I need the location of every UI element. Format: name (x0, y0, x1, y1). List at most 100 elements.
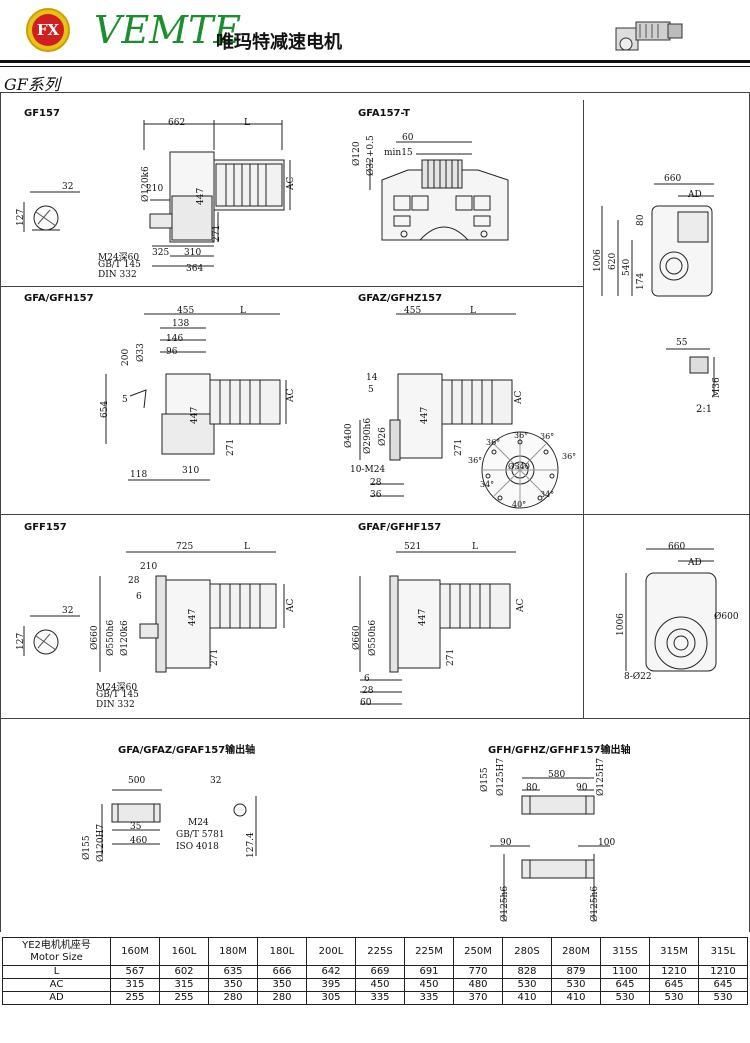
side-top-dim-660: 660 (664, 174, 682, 184)
gfaf-dim-271: 271 (446, 648, 456, 666)
side-top-dim-55: 55 (676, 338, 688, 348)
output-gfh-dim-80: 80 (526, 783, 538, 793)
gfaz-angle-1: 36° (486, 438, 501, 447)
gfaz-dim-28: 28 (370, 478, 382, 488)
table-cell: 691 (404, 965, 454, 979)
table-col-header: 160M (110, 937, 160, 966)
table-cell: 280 (208, 991, 258, 1005)
gf157-dim-447: 447 (196, 187, 206, 205)
gfa-gfh157-dim-5: 5 (122, 395, 128, 405)
table-cell: 530 (502, 978, 552, 992)
table-cell: 530 (698, 991, 748, 1005)
gff157-dim-447: 447 (188, 608, 198, 626)
side-top-scale: 2:1 (696, 404, 713, 415)
output-gfh-dim-580: 580 (548, 770, 566, 780)
output-gfa-dim-35: 35 (130, 822, 142, 832)
gfaf-dim-60: 60 (360, 698, 372, 708)
gfa157t-dim-60: 60 (402, 133, 414, 143)
frame-divider-2 (0, 514, 749, 515)
output-gfh-dim-90b: 90 (500, 838, 512, 848)
table-header-row: YE2电机机座号 Motor Size 160M 160L 180M 180L … (2, 937, 748, 966)
table-row-label: AC (2, 978, 111, 992)
side-top-key-detail (664, 345, 734, 400)
table-cell: 335 (404, 991, 454, 1005)
table-cell: 530 (649, 991, 699, 1005)
panel-title-gff157: GFF157 (24, 522, 67, 533)
table-cell: 530 (551, 978, 601, 992)
output-gfa-dim-155: Ø155 (82, 835, 92, 860)
output-gfa-dim-500: 500 (128, 776, 146, 786)
gf157-note-1: M24深60 (98, 253, 140, 263)
table-row: AC 315 315 350 350 395 450 450 480 530 5… (2, 978, 748, 992)
output-gfh-dim-125-right: Ø125H7 (596, 757, 606, 796)
output-gfh-dim-125h6-left: Ø125h6 (500, 885, 510, 922)
gf157-dim-ac: AC (286, 176, 296, 190)
gfa-gfh157-dim-ac: AC (286, 388, 296, 402)
gfaz-dim-14: 14 (366, 373, 378, 383)
table-cell: 645 (649, 978, 699, 992)
table-col-header: 225S (355, 937, 405, 966)
gfa-gfh157-dim-138: 138 (172, 319, 190, 329)
gff157-dim-725: 725 (176, 542, 194, 552)
gfa157t-drawing (360, 130, 530, 260)
gfaz-dim-26: Ø26 (378, 427, 388, 446)
panel-title-output-gfa: GFA/GFAZ/GFAF157输出轴 (118, 745, 256, 756)
gfa-gfh157-dim-447: 447 (190, 406, 200, 424)
gf157-dim-662: 662 (168, 118, 186, 128)
table-row: AD 255 255 280 280 305 335 335 370 410 4… (2, 991, 748, 1005)
gf157-dim-310: 310 (184, 248, 202, 258)
gfa-gfh157-dim-96: 96 (166, 347, 178, 357)
output-gfa-dim-460: 460 (130, 836, 148, 846)
table-cell: 410 (502, 991, 552, 1005)
side-mid-dim-8-22: 8-Ø22 (624, 672, 652, 682)
table-cell: 315 (110, 978, 160, 992)
gear-motor-icon (615, 21, 683, 51)
gf157-dim-325: 325 (152, 248, 170, 258)
table-cell: 530 (600, 991, 650, 1005)
table-cell: 635 (208, 965, 258, 979)
table-row-header-cn: YE2电机机座号 (22, 939, 91, 951)
gff157-dim-550: Ø550h6 (106, 619, 116, 656)
gfa-gfh157-dim-l: L (240, 306, 246, 316)
gf157-note-3: DIN 332 (98, 270, 137, 280)
table-cell: 315 (159, 978, 209, 992)
table-col-header: 315M (649, 937, 699, 966)
gfa-gfh157-dim-310: 310 (182, 466, 200, 476)
table-cell: 770 (453, 965, 503, 979)
table-cell: 567 (110, 965, 160, 979)
gfa-gfh157-dim-200: 200 (121, 348, 131, 366)
gf157-drawing (130, 120, 305, 280)
gfa-gfh157-dim-33: Ø33 (136, 343, 146, 362)
table-cell: 370 (453, 991, 503, 1005)
gfa157t-dim-min15: min15 (384, 148, 413, 158)
table-col-header: 315S (600, 937, 650, 966)
gfaz-gfhz157-drawing (340, 310, 530, 505)
table-cell: 450 (404, 978, 454, 992)
side-top-dim-540: 540 (622, 258, 632, 276)
panel-title-gfa-gfh157: GFA/GFH157 (24, 293, 94, 304)
table-cell: 669 (355, 965, 405, 979)
table-cell: 1210 (698, 965, 748, 979)
table-cell: 255 (159, 991, 209, 1005)
gff157-key-section (20, 606, 90, 666)
frame-divider-1 (0, 286, 583, 287)
gff157-dim-120: Ø120k6 (120, 620, 130, 656)
table-cell: 335 (355, 991, 405, 1005)
table-col-header: 280M (551, 937, 601, 966)
gff157-dim-l: L (244, 542, 250, 552)
gfaz-dim-455: 455 (404, 306, 422, 316)
gfaz-dim-5: 5 (368, 385, 374, 395)
table-row-label: AD (2, 991, 111, 1005)
gfaz-dim-36: 36 (370, 490, 382, 500)
gfa157t-dim-32: Ø32+0.5 (366, 135, 376, 176)
table-col-header: 315L (698, 937, 748, 966)
table-cell: 645 (600, 978, 650, 992)
gfaf-dim-550: Ø550h6 (368, 619, 378, 656)
gff157-note-3: DIN 332 (96, 700, 135, 710)
gfaz-dim-ac: AC (514, 390, 524, 404)
gfaf-dim-6: 6 (364, 674, 370, 684)
side-mid-dim-660: 660 (668, 542, 686, 552)
gfa-gfh157-dim-146: 146 (166, 334, 184, 344)
table-cell: 828 (502, 965, 552, 979)
table-cell: 280 (257, 991, 307, 1005)
